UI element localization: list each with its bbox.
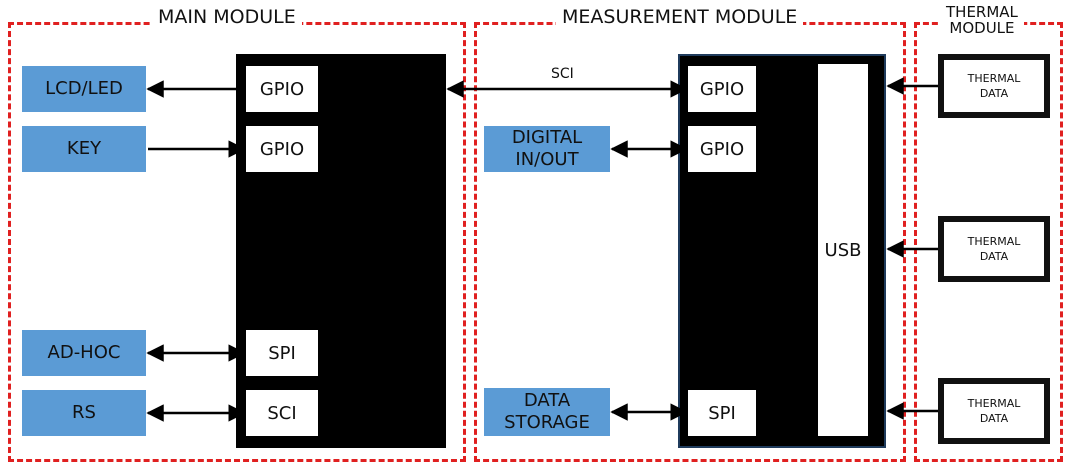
- sci-link-label: SCI: [551, 66, 574, 82]
- thermal-module-title-line1: THERMAL: [946, 3, 1018, 21]
- thermal-module-title: THERMAL MODULE: [940, 3, 1024, 37]
- thermal-sensor-1-line2: DATA: [979, 87, 1009, 100]
- data-storage-line1: DATA: [523, 390, 571, 412]
- thermal-module-title-line2: MODULE: [949, 18, 1015, 37]
- ad-hoc-block: AD-HOC: [22, 330, 146, 376]
- measurement-module-title: MEASUREMENT MODULE: [556, 7, 804, 28]
- thermal-data-sensor-3: THERMAL DATA: [938, 378, 1050, 444]
- measurement-gpio-port-2: GPIO: [688, 126, 756, 172]
- measurement-gpio-port-1: GPIO: [688, 66, 756, 112]
- main-gpio-port-1: GPIO: [246, 66, 318, 112]
- thermal-sensor-1-line1: THERMAL: [967, 71, 1021, 85]
- thermal-data-sensor-2: THERMAL DATA: [938, 216, 1050, 282]
- digital-in-out-block: DIGITAL IN/OUT: [484, 126, 610, 172]
- digital-in-out-line1: DIGITAL: [511, 127, 583, 149]
- key-block: KEY: [22, 126, 146, 172]
- main-spi-port: SPI: [246, 330, 318, 376]
- data-storage-line2: STORAGE: [504, 412, 590, 433]
- lcd-led-block: LCD/LED: [22, 66, 146, 112]
- thermal-sensor-2-line2: DATA: [979, 250, 1009, 263]
- main-mcu-block: [236, 54, 446, 448]
- thermal-sensor-2-line1: THERMAL: [967, 234, 1021, 248]
- data-storage-block: DATA STORAGE: [484, 388, 610, 436]
- measurement-spi-port: SPI: [688, 390, 756, 436]
- thermal-sensor-3-line1: THERMAL: [967, 396, 1021, 410]
- thermal-sensor-3-line2: DATA: [979, 412, 1009, 425]
- digital-in-out-line2: IN/OUT: [515, 149, 579, 170]
- main-module-title: MAIN MODULE: [152, 7, 302, 28]
- usb-port: USB: [818, 64, 868, 436]
- main-sci-port: SCI: [246, 390, 318, 436]
- thermal-data-sensor-1: THERMAL DATA: [938, 54, 1050, 118]
- rs-block: RS: [22, 390, 146, 436]
- main-gpio-port-2: GPIO: [246, 126, 318, 172]
